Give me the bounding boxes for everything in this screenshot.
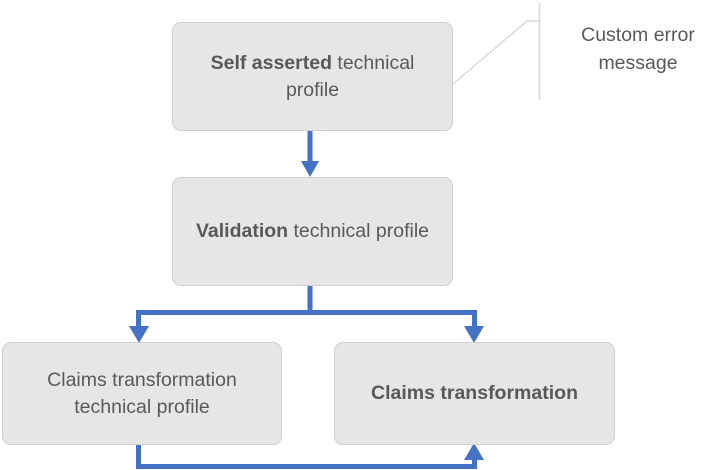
arrow-self-asserted-to-validation (301, 131, 319, 177)
node-validation-technical-profile[interactable]: Validation technical profile (172, 177, 453, 286)
node-label-rest: technical profile (285, 51, 415, 101)
node-label: Self asserted technical profile (187, 50, 438, 104)
arrow-validation-split (129, 286, 484, 343)
node-label: Claims transformation (371, 382, 578, 405)
callout-custom-error-message: Custom error message (558, 22, 718, 77)
node-label: Claims transformation technical profile (47, 368, 237, 418)
callout-line-2: message (598, 51, 678, 74)
node-label-rest: technical profile (288, 220, 430, 243)
node-label-bold-part: Validation (195, 220, 289, 243)
arrow-claims-transform-feedback (136, 443, 484, 469)
node-label: Validation technical profile (187, 218, 438, 245)
node-claims-transformation[interactable]: Claims transformation (334, 342, 615, 445)
node-self-asserted-technical-profile[interactable]: Self asserted technical profile (172, 22, 453, 131)
callout-line-1: Custom error (581, 24, 695, 46)
node-label-bold-part: Self asserted (210, 51, 332, 74)
node-claims-transformation-technical-profile[interactable]: Claims transformation technical profile (2, 342, 282, 445)
callout-leader-line (452, 3, 541, 100)
